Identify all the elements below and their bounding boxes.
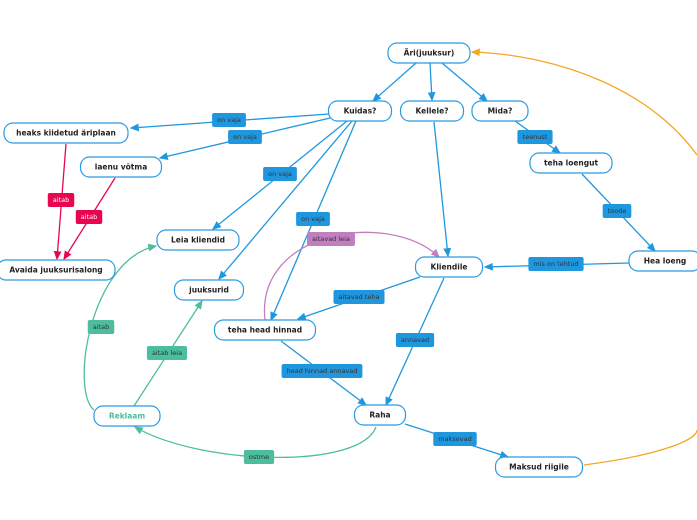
edge-label: head hinnad annavad — [281, 364, 363, 378]
svg-text:aitab leia: aitab leia — [152, 349, 182, 357]
node-mida[interactable]: Mida? — [471, 100, 529, 122]
svg-text:Kuidas?: Kuidas? — [344, 107, 377, 116]
svg-text:juuksurid: juuksurid — [188, 286, 229, 295]
svg-text:aitab: aitab — [93, 323, 109, 331]
node-leia-kliendid[interactable]: Leia kliendid — [156, 229, 240, 251]
svg-text:Avaida juuksurisalong: Avaida juuksurisalong — [9, 266, 102, 275]
svg-text:maksevad: maksevad — [438, 435, 471, 443]
svg-text:ostme: ostme — [249, 453, 269, 461]
edge — [372, 62, 417, 102]
edge — [433, 121, 452, 258]
edge — [427, 62, 436, 102]
edge-label: teenust — [517, 130, 553, 144]
node-avaida[interactable]: Avaida juuksurisalong — [0, 259, 116, 281]
svg-text:annavad: annavad — [401, 336, 429, 344]
svg-text:teenust: teenust — [523, 133, 548, 141]
edge-label: aitavad leia — [307, 232, 355, 246]
svg-text:teha loengut: teha loengut — [544, 159, 599, 168]
edge-label: on vaja — [263, 167, 297, 181]
node-hea-loeng[interactable]: Hea loeng — [628, 250, 697, 272]
svg-text:teha head hinnad: teha head hinnad — [228, 326, 302, 335]
svg-text:aitavad leia: aitavad leia — [312, 235, 350, 243]
node-juuksurid[interactable]: juuksurid — [173, 279, 245, 301]
edge-label: aitab — [47, 193, 75, 207]
edge-label: toode — [602, 204, 632, 218]
node-maksud[interactable]: Maksud riigile — [494, 456, 584, 478]
node-kliendile[interactable]: Kliendile — [414, 256, 484, 278]
svg-text:Maksud riigile: Maksud riigile — [509, 463, 569, 472]
svg-text:on vaja: on vaja — [217, 116, 241, 124]
svg-text:aitavad teha: aitavad teha — [339, 293, 380, 301]
svg-text:on vaja: on vaja — [268, 170, 292, 178]
edge-label: aitab — [87, 320, 115, 334]
svg-text:heaks kiidetud äriplaan: heaks kiidetud äriplaan — [16, 129, 116, 138]
svg-text:aitab: aitab — [81, 213, 97, 221]
svg-text:head hinnad annavad: head hinnad annavad — [287, 367, 358, 375]
node-root[interactable]: Äri(juuksur) — [387, 42, 471, 64]
svg-text:Kliendile: Kliendile — [431, 263, 468, 272]
edge-label: annavad — [395, 333, 435, 347]
edge-label: maksevad — [433, 432, 477, 446]
node-raha[interactable]: Raha — [353, 404, 407, 426]
svg-text:Kellele?: Kellele? — [415, 107, 448, 116]
node-aariplaan[interactable]: heaks kiidetud äriplaan — [3, 122, 129, 144]
svg-text:Äri(juuksur): Äri(juuksur) — [404, 49, 455, 58]
svg-text:Reklaam: Reklaam — [109, 412, 146, 421]
node-hinnad[interactable]: teha head hinnad — [213, 319, 317, 341]
svg-text:on vaja: on vaja — [301, 215, 325, 223]
svg-text:Leia kliendid: Leia kliendid — [171, 236, 225, 245]
svg-text:Hea loeng: Hea loeng — [644, 257, 687, 266]
edge-label: on vaja — [212, 113, 246, 127]
svg-text:mis on tehtud: mis on tehtud — [533, 260, 578, 268]
svg-text:Mida?: Mida? — [488, 107, 513, 116]
svg-text:Raha: Raha — [369, 411, 390, 420]
edge-label: on vaja — [228, 130, 262, 144]
node-laenu[interactable]: laenu võtma — [79, 156, 163, 178]
node-kuidas[interactable]: Kuidas? — [327, 100, 393, 122]
edge-label: mis on tehtud — [528, 257, 584, 271]
svg-text:aitab: aitab — [53, 196, 69, 204]
edge-label: ostme — [243, 450, 275, 464]
edge-label: aitab leia — [146, 346, 188, 360]
edge-labels: on vaja on vaja on vaja on vaja aitavad … — [47, 113, 632, 464]
node-kellele[interactable]: Kellele? — [399, 100, 465, 122]
node-loengut[interactable]: teha loengut — [529, 152, 613, 174]
edge — [218, 120, 353, 280]
edge — [441, 62, 488, 102]
edge — [472, 52, 697, 466]
svg-text:on vaja: on vaja — [233, 133, 257, 141]
edge-label: on vaja — [296, 212, 330, 226]
nodes: Äri(juuksur) Kuidas? Kellele? Mida? heak… — [0, 42, 697, 478]
edge-label: aitavad teha — [333, 290, 385, 304]
svg-text:laenu võtma: laenu võtma — [95, 163, 148, 172]
edge-label: aitab — [75, 210, 103, 224]
svg-text:toode: toode — [608, 207, 627, 215]
node-reklaam[interactable]: Reklaam — [93, 405, 161, 427]
